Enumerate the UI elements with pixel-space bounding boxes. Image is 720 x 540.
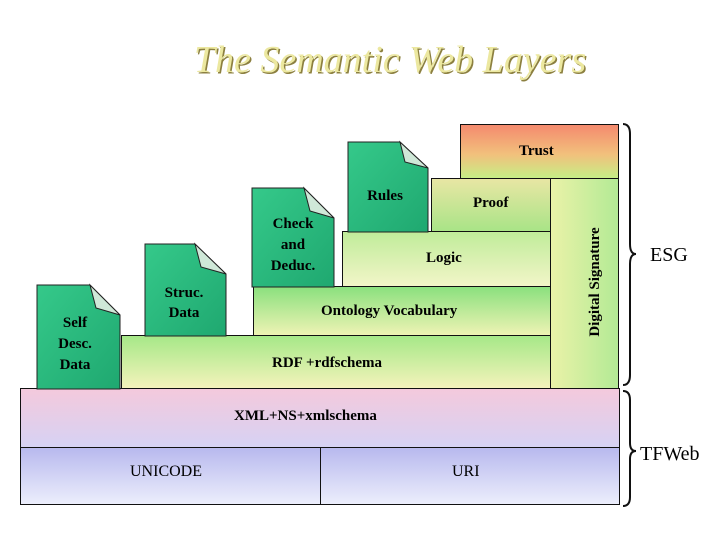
proof-label: Proof [473,195,509,211]
page-title: The Semantic Web Layers [193,39,587,81]
check-deduc-note [251,186,335,288]
check-label-line2: and [280,237,306,253]
unicode-label: UNICODE [130,463,202,480]
rules-note-text: Rules [350,186,420,207]
trust-layer [460,124,619,179]
logic-layer [342,231,551,287]
logic-label: Logic [426,250,462,266]
tfweb-label: TFWeb [640,443,700,465]
trust-label: Trust [519,143,554,159]
unicode-layer [20,447,321,505]
struc-data-note [144,242,227,337]
check-label-line3: Deduc. [270,258,316,274]
uri-label: URI [452,463,480,480]
rules-note [347,140,429,233]
esg-label: ESG [650,244,688,266]
self-label-line2: Desc. [58,336,92,352]
struc-label-line2: Data [168,305,200,321]
esg-brace [622,123,637,386]
struc-data-note-text: Struc. Data [143,283,225,323]
self-label-line1: Self [62,315,88,331]
rdf-label: RDF +rdfschema [272,355,383,371]
xml-label: XML+NS+xmlschema [234,408,377,424]
rules-label: Rules [367,188,403,204]
struc-label-line1: Struc. [164,285,204,301]
self-label-line3: Data [59,357,91,373]
check-label-line1: Check [272,216,314,232]
self-desc-note-text: Self Desc. Data [34,313,116,376]
tfweb-brace [622,390,637,507]
self-desc-data-note [36,283,121,390]
ontology-label: Ontology Vocabulary [321,303,458,319]
uri-layer [320,447,620,505]
check-deduc-note-text: Check and Deduc. [252,214,334,277]
digital-signature-layer [550,178,619,389]
